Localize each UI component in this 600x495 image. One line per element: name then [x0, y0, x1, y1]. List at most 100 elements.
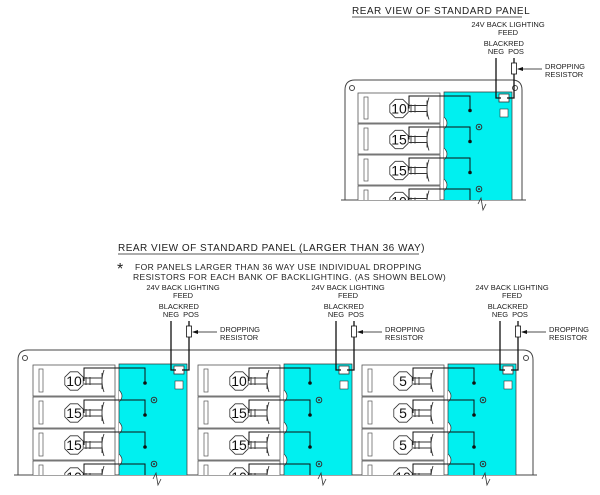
dropping-resistor	[511, 62, 517, 75]
lamp-icon	[249, 465, 270, 475]
wire-terminal-dot	[468, 139, 472, 144]
note-line-2: RESISTORS FOR EACH BANK OF BACKLIGHTING.…	[133, 272, 446, 282]
wire-terminal-dot	[143, 413, 147, 417]
dropping-resistor-label: DROPPING	[220, 325, 260, 334]
black-neg-wire	[335, 321, 341, 371]
board-marking	[503, 380, 513, 390]
breaker-rating: 5	[399, 373, 407, 389]
feed-label: FEED	[502, 291, 523, 300]
breaker-rating: 15	[66, 437, 82, 453]
red-pos-label: RED	[183, 302, 199, 311]
breaker-terminal	[367, 432, 373, 457]
mounting-hole-icon	[349, 85, 355, 91]
board-notch	[118, 389, 123, 403]
fixing-screw-icon	[150, 396, 158, 404]
lamp-wire	[412, 463, 475, 475]
black-neg-label: NEG	[488, 47, 504, 56]
breaker-terminal	[363, 158, 369, 182]
board-notch	[447, 421, 452, 435]
break-symbol	[477, 196, 487, 212]
breaker-body	[197, 460, 281, 475]
feed-label: FEED	[498, 28, 519, 37]
red-pos-label: POS	[512, 310, 528, 319]
red-pos-label: POS	[508, 47, 524, 56]
wire-terminal-dot	[468, 170, 472, 175]
wire-terminal-dot	[308, 445, 312, 449]
wire-terminal-dot	[143, 445, 147, 449]
lamp-icon	[409, 128, 430, 151]
breaker-rating: 10	[395, 469, 411, 485]
board-notch	[118, 453, 123, 467]
panel-frame	[344, 79, 523, 200]
breaker-body	[357, 185, 441, 200]
rating-nut-icon	[393, 403, 413, 423]
breaker-terminal	[38, 432, 44, 457]
lamp-wire	[408, 188, 471, 200]
asterisk-note-icon: *	[117, 261, 123, 278]
feed-label: 24V BACK LIGHTING	[475, 283, 549, 292]
black-neg-label: NEG	[492, 310, 508, 319]
rating-nut-icon	[229, 467, 249, 475]
breaker-terminal	[363, 127, 369, 151]
arrow-icon	[521, 330, 527, 334]
breaker-terminal	[367, 400, 373, 425]
wire-terminal-dot	[308, 381, 312, 385]
dropping-resistor-label: RESISTOR	[220, 333, 259, 342]
arrow-icon	[517, 67, 523, 71]
board-notch	[447, 453, 452, 467]
mounting-hole-icon	[22, 355, 28, 361]
wire-terminal-dot	[468, 108, 472, 113]
large-panel-title: REAR VIEW OF STANDARD PANEL (LARGER THAN…	[118, 243, 425, 254]
breaker-rating: 15	[391, 163, 407, 179]
fixing-screw-icon	[150, 460, 158, 468]
mounting-hole-icon	[523, 355, 529, 361]
breaker-rating: 15	[391, 132, 407, 148]
black-neg-label: BLACK	[484, 39, 509, 48]
dropping-resistor-label: DROPPING	[385, 325, 425, 334]
breaker-rating: 10	[391, 101, 407, 117]
dropping-resistor-label: RESISTOR	[545, 70, 584, 79]
breaker-terminal	[367, 464, 373, 475]
rating-nut-icon	[64, 403, 84, 423]
black-neg-label: NEG	[328, 310, 344, 319]
breaker-terminal	[38, 464, 44, 475]
board-notch	[448, 486, 451, 495]
lamp-icon	[409, 190, 430, 200]
breaker-rating: 15	[66, 405, 82, 421]
wire-terminal-dot	[472, 381, 476, 385]
backlight-board	[118, 363, 188, 475]
breaker-terminal	[203, 464, 209, 475]
board-notch	[284, 486, 287, 495]
breaker-terminal	[203, 368, 209, 393]
arrow-icon	[192, 330, 198, 334]
break-symbol	[152, 471, 162, 487]
rating-nut-icon	[64, 467, 84, 475]
board-notch	[444, 210, 447, 222]
fixing-screw-icon	[318, 399, 320, 401]
breaker-terminal	[203, 432, 209, 457]
lamp-wire	[83, 431, 146, 447]
feed-label: 24V BACK LIGHTING	[311, 283, 385, 292]
red-pos-label: RED	[508, 39, 524, 48]
wire-terminal-dot	[308, 413, 312, 417]
fixing-screw-icon	[482, 399, 484, 401]
backlight-board	[283, 363, 353, 475]
board-notch	[283, 453, 288, 467]
fixing-screw-icon	[475, 185, 483, 193]
panel-frame	[17, 349, 534, 475]
breaker-body	[32, 460, 116, 475]
black-neg-wire	[499, 321, 505, 371]
dropping-resistor	[186, 325, 192, 338]
breaker-rating: 10	[231, 469, 247, 485]
breaker-rating: 15	[231, 405, 247, 421]
board-marking	[339, 380, 349, 390]
rating-nut-icon	[64, 435, 84, 455]
board-notch	[119, 486, 122, 495]
red-pos-label: RED	[512, 302, 528, 311]
breaker-rating: 10	[66, 469, 82, 485]
lamp-icon	[84, 433, 105, 457]
wire-terminal-dot	[472, 445, 476, 449]
